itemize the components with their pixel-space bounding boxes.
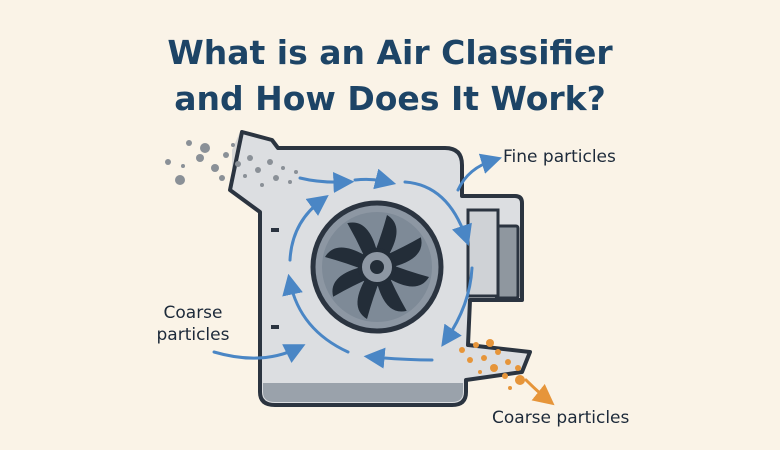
airflow-arrow-icon: [456, 153, 503, 192]
coarse-particles: [459, 339, 525, 390]
airflow-arrow-icon: [212, 344, 306, 364]
label-coarse-particles-left: Coarse particles: [148, 302, 238, 346]
feed-particles: [165, 140, 298, 187]
airflow-arrow-icon: [282, 273, 350, 354]
airflow-arrow-icon: [298, 171, 355, 193]
label-coarse-left-line-1: Coarse: [163, 303, 223, 323]
title-line-2: and How Does It Work?: [174, 79, 606, 118]
coarse-exit-arrow-icon: [524, 378, 555, 406]
page-title: What is an Air Classifier and How Does I…: [0, 30, 780, 122]
fan-rotor-icon: [310, 200, 444, 334]
airflow-arrow-icon: [403, 180, 472, 246]
airflow-arrow-icon: [288, 195, 329, 262]
airflow-arrow-icon: [353, 168, 397, 190]
label-fine-particles: Fine particles: [503, 147, 616, 167]
housing-rivet: [271, 228, 279, 232]
housing-rivet: [271, 325, 279, 329]
airflow-arrow-icon: [363, 347, 434, 369]
title-line-1: What is an Air Classifier: [167, 33, 613, 72]
label-coarse-particles-bottom: Coarse particles: [492, 408, 630, 428]
housing-side-wall: [466, 208, 500, 298]
hopper-band: [263, 383, 463, 402]
label-coarse-left-line-2: particles: [156, 325, 230, 345]
airflow-arrow-icon: [441, 266, 474, 347]
